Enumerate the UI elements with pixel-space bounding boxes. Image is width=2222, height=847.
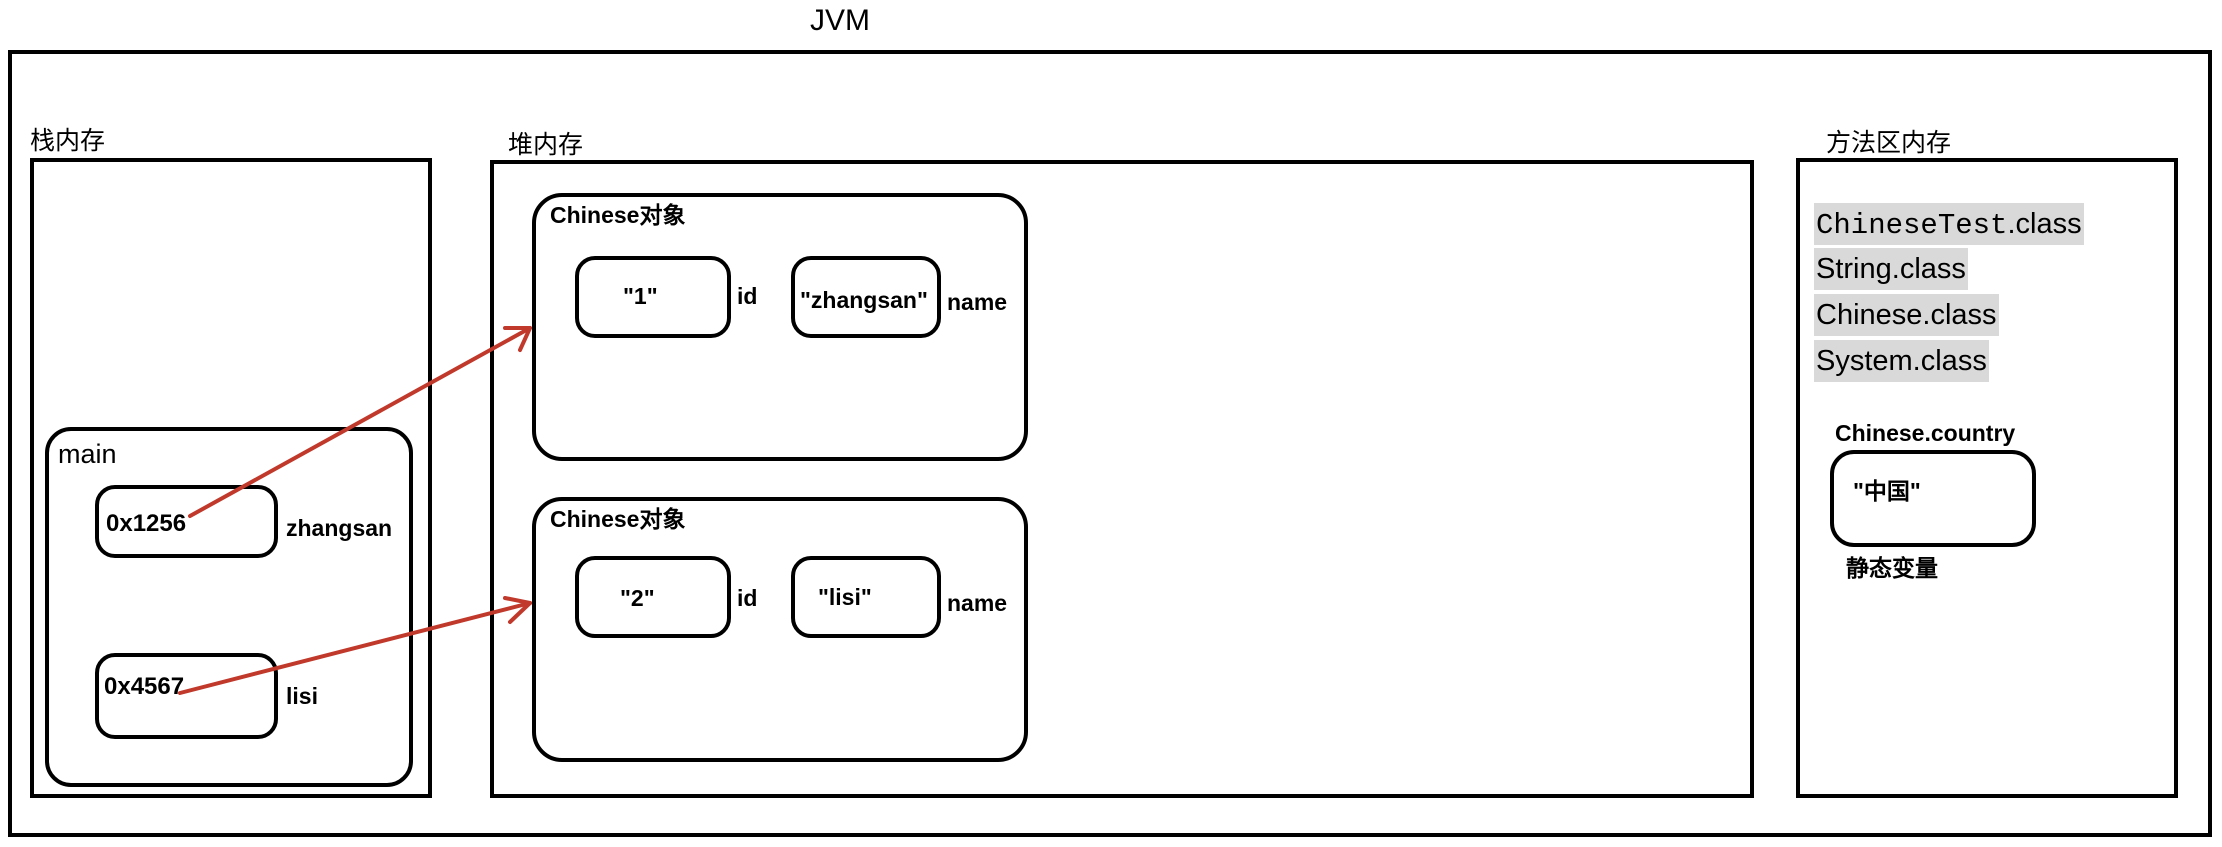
class-entry: System.class	[1814, 340, 1989, 382]
class-suffix: .class	[2007, 208, 2082, 240]
id-field-label: id	[737, 283, 758, 309]
jvm-title: JVM	[810, 4, 870, 37]
name-value: "lisi"	[818, 584, 872, 610]
name-field-label: name	[947, 289, 1008, 315]
id-value: "1"	[623, 283, 658, 309]
field-value-box	[791, 256, 941, 338]
main-frame-label: main	[58, 439, 117, 469]
id-value: "2"	[620, 585, 655, 611]
class-entry: String.class	[1814, 248, 1968, 290]
field-value-box	[575, 256, 731, 338]
field-value-box	[575, 556, 731, 638]
arrow-head	[503, 596, 532, 624]
arrow-head	[503, 326, 532, 352]
reference-arrow	[178, 601, 532, 695]
object-title: Chinese对象	[550, 202, 686, 228]
stack-ref-box	[95, 485, 278, 558]
ref-address: 0x4567	[104, 673, 185, 700]
static-var-caption: 静态变量	[1846, 555, 1938, 581]
static-var-value: "中国"	[1853, 478, 1921, 504]
class-entry: Chinese.class	[1814, 294, 1999, 336]
ref-variable-name: zhangsan	[286, 515, 393, 541]
method-area-label: 方法区内存	[1826, 128, 1952, 157]
static-var-box	[1830, 450, 2036, 547]
ref-address: 0x1256	[106, 510, 187, 537]
stack-ref-box	[95, 653, 278, 739]
static-var-label: Chinese.country	[1835, 420, 2016, 446]
ref-variable-name: lisi	[286, 683, 318, 709]
name-field-label: name	[947, 590, 1008, 616]
class-name: ChineseTest	[1816, 209, 2008, 242]
class-entry: ChineseTest.class	[1814, 203, 2084, 245]
reference-arrow	[188, 326, 532, 518]
stack-memory-label: 栈内存	[30, 126, 106, 155]
object-title: Chinese对象	[550, 506, 686, 532]
id-field-label: id	[737, 585, 758, 611]
name-value: "zhangsan"	[800, 287, 928, 313]
field-value-box	[791, 556, 941, 638]
heap-memory-label: 堆内存	[508, 130, 584, 159]
